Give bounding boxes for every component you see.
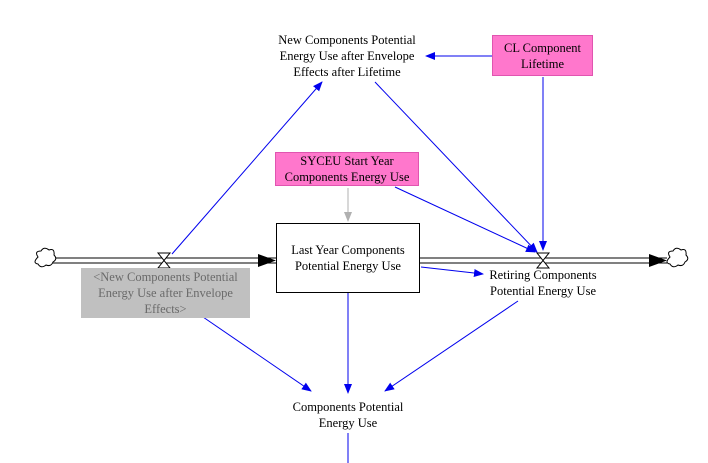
cloud-source-icon bbox=[34, 247, 57, 268]
link-syceu-to-outflow-valve bbox=[394, 186, 536, 253]
link-shadow-to-components-potential bbox=[202, 316, 312, 392]
link-stock-to-retiring bbox=[420, 266, 484, 277]
aux-new-after-lifetime[interactable]: New Components Potential Energy Use afte… bbox=[278, 33, 416, 79]
cloud-sink-icon bbox=[666, 247, 689, 268]
outflow-valve-icon[interactable] bbox=[535, 252, 551, 269]
link-new-after-lifetime-to-outflow-valve bbox=[374, 81, 538, 253]
inflow-valve-icon[interactable] bbox=[156, 252, 172, 269]
flow-retiring-components[interactable]: Retiring Components Potential Energy Use bbox=[489, 268, 597, 298]
constant-syceu-start-year[interactable]: SYCEU Start Year Components Energy Use bbox=[275, 152, 419, 186]
link-retiring-to-components-potential bbox=[384, 300, 519, 392]
shadow-new-after-envelope[interactable]: <New Components Potential Energy Use aft… bbox=[81, 268, 250, 318]
aux-components-potential[interactable]: Components Potential Energy Use bbox=[292, 400, 404, 430]
link-valve-to-new-after-lifetime bbox=[171, 81, 323, 255]
constant-cl-component-lifetime[interactable]: CL Component Lifetime bbox=[492, 35, 593, 76]
stock-last-year-components[interactable]: Last Year Components Potential Energy Us… bbox=[276, 223, 420, 293]
